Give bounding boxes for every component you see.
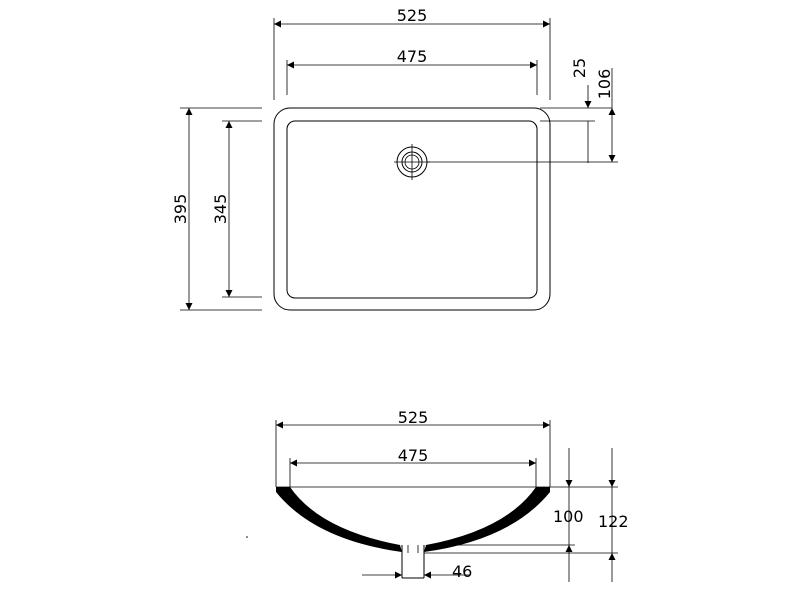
drain-icon [394,144,430,180]
bowl-depth-label: 100 [553,507,584,526]
dimension-outer-depth: 395 [171,107,262,311]
drain-offset-label: 106 [595,69,614,100]
outer-depth-label: 395 [171,194,190,225]
outer-width-label: 525 [397,6,428,25]
side-outer-width-label: 525 [398,408,429,427]
bowl-left-wall [276,487,402,552]
side-dimension-inner-width: 475 [289,446,537,487]
side-inner-width-label: 475 [398,446,429,465]
drain-diameter-label: 46 [452,562,472,581]
drain-pipe-icon [401,545,425,579]
dimension-rim-offset: 25 [540,58,612,163]
bowl-right-wall [424,487,550,552]
inner-depth-label: 345 [211,194,230,225]
basin-outer-outline [273,107,551,311]
side-dimension-outer-width: 525 [275,408,551,487]
top-view: 525 475 395 345 25 [171,6,618,311]
total-height-label: 122 [598,512,629,531]
rim-offset-label: 25 [570,58,589,78]
basin-inner-outline [286,120,538,299]
side-view: 525 475 100 122 46 [246,408,629,582]
side-dimension-drain-diameter: 46 [362,562,472,581]
stray-mark [246,536,248,538]
dimension-drain-offset: 106 [427,68,618,163]
inner-width-label: 475 [397,47,428,66]
dimension-inner-depth: 345 [211,120,262,298]
dimension-inner-width: 475 [286,47,538,95]
side-dimension-total-height: 122 [424,448,629,582]
dimension-outer-width: 525 [273,6,551,100]
side-dimension-bowl-depth: 100 [430,448,584,582]
